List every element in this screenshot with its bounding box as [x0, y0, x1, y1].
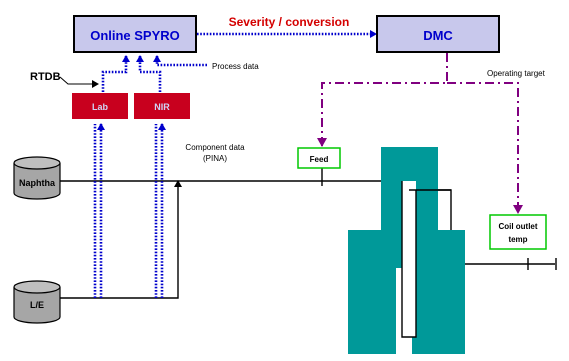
- operating-target-label: Operating target: [487, 69, 546, 78]
- le-feed-pipe: [55, 180, 182, 299]
- rtdb-label: RTDB: [30, 71, 61, 83]
- spyro-box[interactable]: Online SPYRO: [73, 15, 197, 53]
- nir-label: NIR: [154, 102, 170, 112]
- furnace-coil: [401, 181, 451, 338]
- lab-box[interactable]: Lab: [72, 93, 128, 119]
- process-pipes: [55, 168, 557, 338]
- lab-to-spyro: [101, 55, 130, 92]
- spyro-label: Online SPYRO: [90, 28, 180, 43]
- coil-label-line1: Coil outlet: [498, 222, 537, 231]
- process-data-label: Process data: [212, 62, 259, 71]
- coil-label-line2: temp: [508, 235, 527, 244]
- pina-label: (PINA): [203, 154, 227, 163]
- furnace: [348, 147, 465, 356]
- target-to-coil: [447, 82, 523, 214]
- lab-label: Lab: [92, 102, 109, 112]
- feed-box[interactable]: Feed: [297, 147, 341, 169]
- le-label: L/E: [30, 300, 44, 310]
- naphtha-label: Naphtha: [19, 178, 56, 188]
- le-tank[interactable]: L/E: [13, 280, 61, 324]
- dmc-box[interactable]: DMC: [376, 15, 500, 53]
- naphtha-tank[interactable]: Naphtha: [13, 156, 61, 200]
- component-data-label: Component data: [185, 143, 245, 152]
- severity-label: Severity / conversion: [229, 15, 350, 29]
- target-lines: [317, 53, 523, 214]
- dmc-label: DMC: [423, 28, 453, 43]
- coil-outlet-box[interactable]: Coil outlet temp: [489, 214, 547, 250]
- nir-to-spyro: [136, 55, 162, 92]
- rtdb-pointer: [59, 76, 99, 88]
- signal-lines: [93, 30, 377, 298]
- process-data-line: [153, 55, 207, 67]
- nir-box[interactable]: NIR: [134, 93, 190, 119]
- target-to-feed: [317, 53, 448, 147]
- feed-label: Feed: [310, 155, 329, 164]
